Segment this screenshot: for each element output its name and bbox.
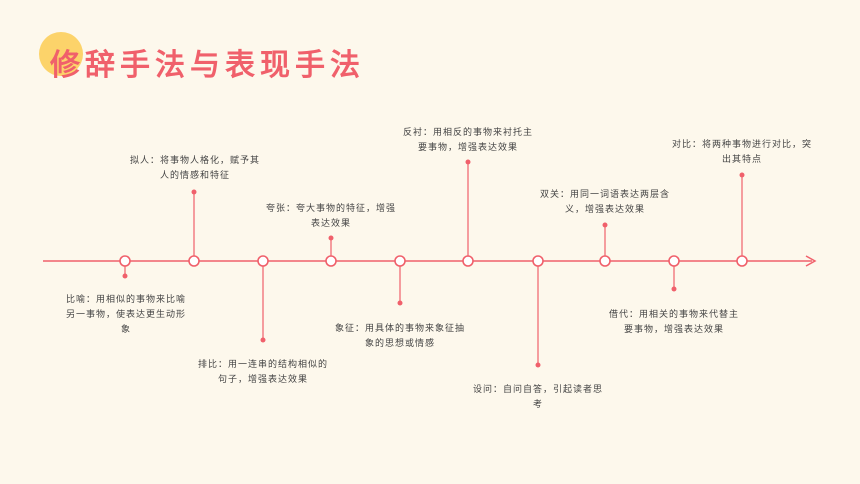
label-item-8: 双关：用同一词语表达两层含义，增强表达效果: [540, 190, 671, 215]
timeline-node-6: [462, 255, 474, 267]
timeline-node-7: [532, 255, 544, 267]
label-item-3: 排比：用一连串的结构相似的句子，增强表达效果: [197, 360, 328, 385]
page-title: 修辞手法与表现手法: [50, 48, 365, 83]
title-decoration-circle: [39, 32, 83, 76]
timeline-node-1: [119, 255, 131, 267]
label-item-1: 比喻：用相似的事物来比喻另一事物，使表达更生动形象: [65, 295, 186, 335]
connector-end-dot-1: [122, 273, 128, 279]
connector-end-dot-10: [739, 172, 745, 178]
connector-end-dot-6: [465, 159, 471, 165]
connector-end-dot-9: [671, 286, 677, 292]
label-item-7: 设问：自问自答，引起读者思考: [472, 385, 603, 410]
connector-end-dot-3: [260, 337, 266, 343]
label-item-6: 反衬：用相反的事物来衬托主要事物，增强表达效果: [402, 128, 533, 153]
label-item-2: 拟人：将事物人格化，赋予其人的情感和特征: [130, 156, 261, 181]
label-item-4: 夸张：夸大事物的特征，增强表达效果: [266, 204, 397, 229]
label-item-5: 象征：用具体的事物来象征抽象的思想或情感: [335, 324, 466, 349]
timeline-node-4: [325, 255, 337, 267]
connector-end-dot-4: [328, 235, 334, 241]
timeline-node-8: [599, 255, 611, 267]
timeline-node-5: [394, 255, 406, 267]
timeline-node-2: [188, 255, 200, 267]
timeline-node-3: [257, 255, 269, 267]
label-item-10: 对比：将两种事物进行对比，突出其特点: [672, 140, 813, 165]
label-item-9: 借代：用相关的事物来代替主要事物，增强表达效果: [608, 310, 739, 335]
timeline-arrow-head: [805, 255, 817, 267]
timeline-node-10: [736, 255, 748, 267]
timeline-node-9: [668, 255, 680, 267]
connector-end-dot-7: [535, 362, 541, 368]
connector-end-dot-8: [602, 222, 608, 228]
connector-end-dot-5: [397, 300, 403, 306]
connector-end-dot-2: [191, 189, 197, 195]
